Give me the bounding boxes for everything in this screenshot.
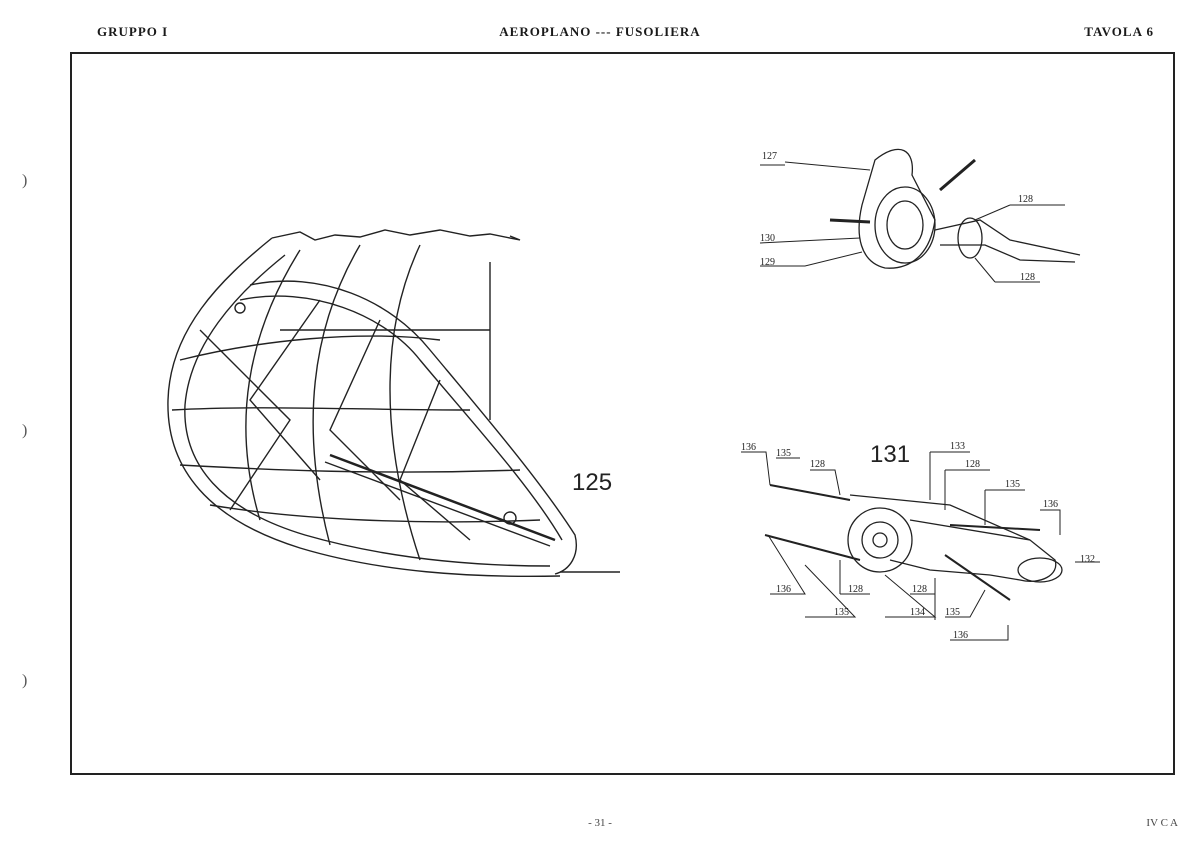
tail-wheel-assembly-drawing <box>829 148 1081 269</box>
callout-135: 135 <box>834 607 849 618</box>
fuselage-nose-frame-drawing <box>167 229 620 578</box>
callout-135: 135 <box>945 607 960 618</box>
callout-136: 136 <box>741 442 756 453</box>
callout-136: 136 <box>1043 499 1058 510</box>
page-title: AEROPLANO --- FUSOLIERA <box>499 24 701 39</box>
callout-136: 136 <box>776 584 791 595</box>
page-number: - 31 - <box>588 817 612 829</box>
callout-133: 133 <box>950 441 965 452</box>
callout-134: 134 <box>910 607 925 618</box>
callout-130: 130 <box>760 233 775 244</box>
callout-135: 135 <box>776 448 791 459</box>
margin-mark: ) <box>22 422 28 439</box>
document-code: IV C A <box>1146 817 1178 829</box>
callout-128: 128 <box>810 459 825 470</box>
margin-mark: ) <box>22 672 28 689</box>
control-cable-assembly-drawing <box>764 484 1063 601</box>
callout-128: 128 <box>912 584 927 595</box>
drawing-frame <box>70 52 1175 775</box>
callout-128: 128 <box>1018 194 1033 205</box>
group-label: GRUPPO I <box>97 24 169 39</box>
plate-label: TAVOLA 6 <box>1084 24 1154 39</box>
margin-mark: ) <box>22 172 28 189</box>
figure-number-131: 131 <box>870 441 910 468</box>
callout-129: 129 <box>760 257 775 268</box>
callout-135: 135 <box>1005 479 1020 490</box>
callout-132: 132 <box>1080 554 1095 565</box>
callout-136: 136 <box>953 630 968 641</box>
callout-128: 128 <box>1020 272 1035 283</box>
callout-127: 127 <box>762 151 777 162</box>
figure-number-125: 125 <box>572 469 612 496</box>
leader-lines <box>741 161 1100 641</box>
callout-128: 128 <box>965 459 980 470</box>
callout-128: 128 <box>848 584 863 595</box>
